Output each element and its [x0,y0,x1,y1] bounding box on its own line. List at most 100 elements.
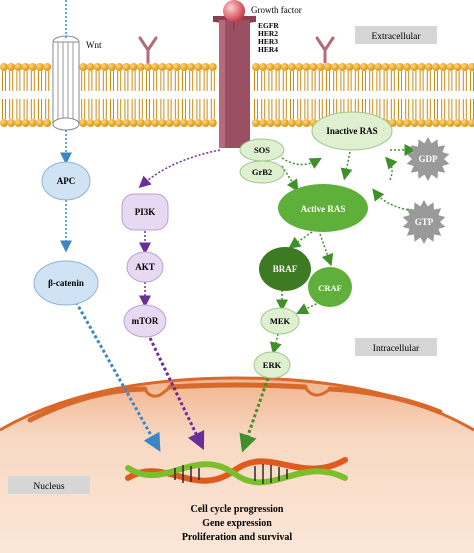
lipid-head [453,63,462,71]
lipid-head [460,119,469,127]
lipid-head [136,119,145,127]
lipid-head [165,63,174,71]
lipid-head [280,119,289,127]
lipid-head [208,119,217,127]
craf-node: CRAF [308,267,352,307]
lipid-head [374,63,383,71]
lipid-head [28,63,37,71]
lipid-head [439,119,448,127]
lipid-head [259,63,268,71]
gtp-label: GTP [415,217,434,227]
mtor-label: mTOR [132,316,159,326]
pi3k-node: PI3K [121,193,169,231]
nucleus-label: Nucleus [33,482,64,492]
outcome-gene-expression: Gene expression [202,518,272,529]
lipid-head [417,119,426,127]
braf-label: BRAF [273,264,298,274]
lipid-head [295,119,304,127]
erk-node: ERK [253,351,291,379]
active-ras-label: Active RAS [301,204,346,214]
lipid-head [201,63,210,71]
lipid-head [266,63,275,71]
lipid-head [201,119,210,127]
extracellular-badge: Extracellular [355,26,437,44]
lipid-head [194,63,203,71]
lipid-head [100,119,109,127]
craf-label: CRAF [318,283,342,293]
lipid-head [21,63,30,71]
lipid-head [28,119,37,127]
lipid-head [396,119,404,127]
lipid-head [302,119,311,127]
lipid-head [338,63,347,71]
lipid-head [21,119,30,127]
lipid-head [158,63,167,71]
outcome-cell-cycle: Cell cycle progression [191,504,284,515]
lipid-head [93,119,102,127]
lipid-head [115,119,124,127]
lipid-head [273,119,282,127]
lipid-head [194,119,203,127]
beta-catenin-label: β-catenin [48,278,84,288]
mtor-node: mTOR [123,304,167,338]
lipid-head [108,63,116,71]
lipid-head [7,63,16,71]
lipid-head [151,63,160,71]
lipid-head [187,63,196,71]
lipid-head [388,119,397,127]
lipid-head [439,63,448,71]
lipid-head [410,119,419,127]
lipid-head [144,119,152,127]
gdp-star: GDP [406,137,450,181]
receptor-her4: HER4 [258,45,278,54]
lipid-head [14,119,23,127]
akt-node: AKT [126,251,164,283]
lipid-head [100,63,109,71]
lipid-head [302,63,311,71]
lipid-head [266,119,275,127]
lipid-head [381,63,390,71]
lipid-head [115,63,124,71]
lipid-head [86,63,95,71]
lipid-head [345,63,354,71]
lipid-head [151,119,160,127]
lipid-head [424,119,433,127]
wnt-receptor [52,35,80,131]
lipid-head [259,119,268,127]
apc-node: APC [41,161,91,201]
lipid-head [403,63,412,71]
intracellular-label: Intracellular [373,344,420,354]
y-receptor-right [315,36,335,64]
mek-node: MEK [260,307,300,335]
lipid-head [172,119,181,127]
dna-helix [125,457,348,486]
lipid-head [122,63,131,71]
receptor-her2: HER2 [258,29,278,38]
intracellular-badge: Intracellular [355,338,437,356]
grb2-label: GrB2 [252,167,272,177]
lipid-head [288,119,296,127]
growth-factor-ligand [223,0,245,30]
mek-label: MEK [270,316,291,326]
lipid-head [367,63,376,71]
beta-catenin-node: β-catenin [33,260,99,306]
lipid-head [172,63,181,71]
inactive-ras-node: Inactive RAS [311,111,393,151]
akt-label: AKT [135,262,155,272]
lipid-head [288,63,296,71]
lipid-head [43,63,52,71]
lipid-head [0,119,8,127]
sos-label: SOS [254,145,270,155]
lipid-head [86,119,95,127]
lipid-head [309,63,318,71]
y-receptor-left [138,36,158,64]
lipid-head [324,63,332,71]
lipid-head [403,119,412,127]
lipid-head [136,63,145,71]
lipid-head [208,63,217,71]
growth-factor-label: Growth factor [251,5,302,15]
lipid-head [129,63,138,71]
lipid-head [7,119,16,127]
lipid-head [295,63,304,71]
